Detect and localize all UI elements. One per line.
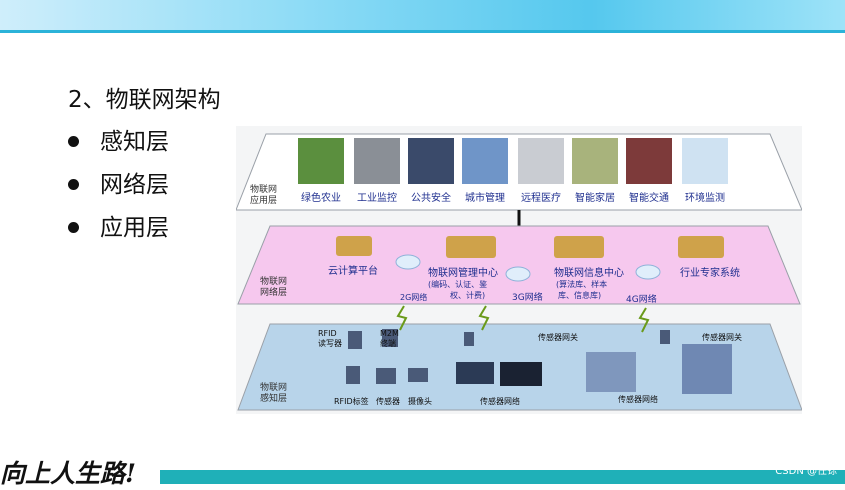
sensor-network-icon	[682, 344, 732, 394]
camera-icon	[408, 368, 428, 382]
cloud-icon	[505, 266, 531, 282]
server-icon	[554, 236, 604, 258]
application-layer-label: 物联网应用层	[250, 183, 277, 206]
mgmt-center-sub: 权、计费)	[450, 290, 485, 300]
layer-label-line2: 感知层	[260, 392, 287, 404]
slogan-text: 向上人生路!	[0, 459, 136, 488]
network-3g-label: 3G网络	[512, 291, 543, 303]
bullet-dot-icon	[68, 179, 79, 190]
industry-image	[354, 138, 400, 184]
bullet-item: 应用层	[68, 206, 169, 249]
cloud-platform-label: 云计算平台	[328, 264, 378, 277]
app-label: 工业监控	[357, 191, 397, 204]
bottom-bar	[160, 470, 845, 484]
mgmt-center-label: 物联网管理中心	[428, 266, 498, 279]
layer-label-line1: 物联网	[260, 381, 287, 393]
app-label: 公共安全	[411, 191, 451, 204]
lightning-icon	[396, 305, 408, 331]
top-banner	[0, 0, 845, 30]
app-label: 城市管理	[465, 191, 505, 204]
rfid-reader-icon	[348, 331, 362, 349]
bullet-item: 感知层	[68, 120, 169, 163]
expert-system-label: 行业专家系统	[680, 266, 740, 279]
info-center-label: 物联网信息中心	[554, 266, 624, 279]
vehicle-icon	[500, 362, 542, 386]
home-image	[572, 138, 618, 184]
bullet-dot-icon	[68, 222, 79, 233]
perception-layer-label: 物联网感知层	[260, 381, 287, 404]
app-label: 远程医疗	[521, 191, 561, 204]
sensor-icon	[376, 368, 396, 384]
rfid-tag-icon	[346, 366, 360, 384]
network-2g-label: 2G网络	[400, 292, 427, 302]
iot-architecture-diagram: 绿色农业 工业监控 公共安全 城市管理 远程医疗 智能家居 智能交通 环境监测 …	[236, 126, 802, 414]
layer-label-line1: 物联网	[260, 275, 287, 287]
bullet-text: 应用层	[100, 214, 169, 241]
gateway-label: 传感器网关	[702, 332, 742, 342]
label-line1: M2M	[380, 329, 399, 338]
network-4g-label: 4G网络	[626, 293, 657, 305]
layer-label-line2: 应用层	[250, 194, 277, 206]
label-line1: RFID	[318, 329, 337, 338]
info-center-sub: (算法库、样本	[556, 279, 607, 289]
slide-title: 2、物联网架构	[68, 87, 221, 113]
app-thumbnails	[298, 138, 728, 184]
wireless-links	[396, 305, 650, 333]
cloud-icon	[395, 254, 421, 270]
city-image	[462, 138, 508, 184]
sensor-network-label: 传感器网络	[618, 394, 658, 404]
network-layer-label: 物联网网络层	[260, 275, 287, 298]
bullet-text: 网络层	[100, 171, 169, 198]
gateway-icon	[464, 332, 474, 346]
network-layer-plane	[237, 225, 801, 305]
server-clusters	[336, 236, 724, 258]
environment-image	[682, 138, 728, 184]
sensor-network-icon	[586, 352, 636, 392]
server-icon	[336, 236, 372, 256]
label-line2: 终端	[380, 338, 396, 348]
info-center-sub: 库、信息库)	[558, 290, 601, 300]
mgmt-center-sub: (编码、认证、鉴	[428, 279, 487, 289]
server-icon	[678, 236, 724, 258]
camera-label: 摄像头	[408, 396, 432, 406]
device-icons	[346, 329, 732, 394]
bullet-list: 感知层 网络层 应用层	[68, 120, 169, 249]
sensor-network-label: 传感器网络	[480, 396, 520, 406]
app-label: 智能交通	[629, 191, 669, 204]
bullet-dot-icon	[68, 136, 79, 147]
app-label: 智能家居	[575, 191, 615, 204]
cloud-icon	[635, 264, 661, 280]
layer-label-line1: 物联网	[250, 183, 277, 195]
gateway-icon	[660, 330, 670, 344]
app-label: 绿色农业	[301, 191, 341, 204]
bullet-item: 网络层	[68, 163, 169, 206]
lightning-icon	[478, 305, 490, 331]
lightning-icon	[638, 307, 650, 333]
app-label: 环境监测	[685, 191, 725, 204]
agriculture-image	[298, 138, 344, 184]
label-line2: 读写器	[318, 338, 342, 348]
network-cloud-icons	[395, 254, 661, 282]
bullet-text: 感知层	[100, 128, 169, 155]
watermark: CSDN @任铄	[775, 466, 837, 477]
sensor-label: 传感器	[376, 396, 400, 406]
layer-label-line2: 网络层	[260, 286, 287, 298]
rfid-tag-label: RFID标签	[334, 396, 369, 406]
vehicle-icon	[456, 362, 494, 384]
gateway-label: 传感器网关	[538, 332, 578, 342]
traffic-image	[626, 138, 672, 184]
server-icon	[446, 236, 496, 258]
m2m-terminal-icon	[382, 329, 398, 347]
medical-image	[518, 138, 564, 184]
top-divider	[0, 30, 845, 33]
security-image	[408, 138, 454, 184]
